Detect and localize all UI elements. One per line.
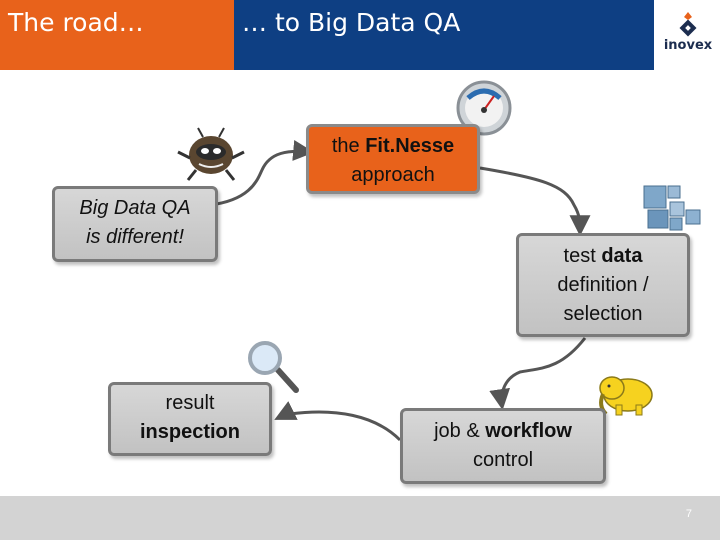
fitnesse-line2: approach [351, 164, 435, 186]
result-line2: inspection [139, 421, 240, 443]
hadoop-elephant-icon [599, 376, 653, 416]
fitnesse-pre-text: the [331, 135, 366, 157]
footer-bar: 7 [0, 496, 720, 540]
slide-title-left: The road… [8, 8, 144, 37]
fitnesse-bold-text: Fit.Nesse [365, 135, 455, 157]
big-data-qa-line2: is different! [86, 226, 184, 248]
job-workflow-box: job & workflow control [400, 408, 606, 484]
inovex-logo-icon [679, 12, 697, 37]
test-data-line1: test data [519, 242, 687, 271]
slide-title-right: … to Big Data QA [242, 8, 461, 37]
test-data-pre-text: test [563, 245, 602, 267]
job-pre-text: job & [434, 420, 486, 442]
header-right-bar: … to Big Data QA [234, 0, 654, 70]
test-data-line2: definition / [557, 274, 649, 296]
big-data-qa-box: Big Data QA is different! [52, 186, 218, 262]
arrow-testdata-to-job [489, 337, 587, 411]
job-bold-text: workflow [485, 420, 572, 442]
fitnesse-line1: the Fit.Nesse [309, 132, 477, 161]
test-data-line3: selection [563, 303, 643, 325]
fitnesse-approach-box: the Fit.Nesse approach [306, 124, 480, 194]
bug-icon [177, 127, 245, 181]
header-left-bar: The road… [0, 0, 234, 70]
result-line1: result [165, 392, 215, 414]
arrow-fitnesse-to-testdata [479, 166, 591, 237]
fitnesse-gauge-icon [456, 80, 512, 136]
job-line1: job & workflow [403, 417, 603, 446]
database-cubes-icon [643, 185, 701, 231]
result-inspection-box: result inspection [108, 382, 272, 456]
logo-text: inovex [663, 38, 713, 53]
test-data-bold-text: data [601, 245, 643, 267]
big-data-qa-line1: Big Data QA [79, 197, 191, 219]
job-line2: control [472, 449, 534, 471]
arrow-job-to-result [274, 401, 402, 442]
arrow-bigdata-to-fitnesse [209, 140, 315, 207]
test-data-box: test data definition / selection [516, 233, 690, 337]
inovex-logo: inovex [656, 0, 720, 70]
page-number: 7 [685, 508, 692, 520]
magnifier-icon [248, 341, 299, 393]
